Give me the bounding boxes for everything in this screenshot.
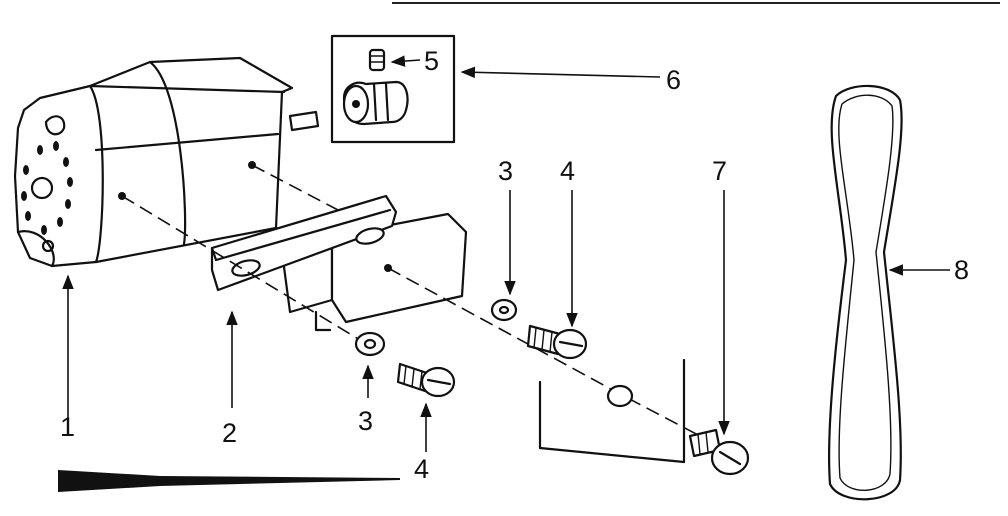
motor-part-1	[13, 56, 320, 268]
callout-3-upper: 3	[498, 156, 513, 186]
washer-part-3-upper	[490, 298, 518, 322]
screw-part-7	[688, 428, 750, 476]
screw-part-4-lower	[396, 362, 456, 398]
set-screw-part-5	[368, 48, 386, 72]
alignment-line-left	[121, 195, 371, 347]
callout-5: 5	[424, 46, 439, 76]
callout-7: 7	[712, 156, 727, 186]
machine-bed-mount	[538, 358, 686, 464]
screw-part-4-upper	[526, 324, 588, 360]
callout-3-lower: 3	[358, 406, 373, 436]
washer-part-3-lower	[354, 331, 386, 357]
callout-1: 1	[60, 412, 75, 442]
belt-part-8	[828, 84, 903, 501]
callout-4-lower: 4	[414, 454, 429, 484]
callout-4-upper: 4	[560, 156, 575, 186]
scan-artifact-bar	[58, 470, 400, 492]
callout-6: 6	[666, 65, 681, 95]
leader-line-5	[390, 55, 421, 67]
leader-line-6	[460, 66, 661, 79]
alignment-line-right	[251, 164, 339, 211]
callout-2: 2	[222, 418, 237, 448]
pulley-box-part-6	[330, 34, 456, 144]
alignment-line-bracket	[387, 267, 701, 437]
callout-8: 8	[954, 255, 969, 285]
